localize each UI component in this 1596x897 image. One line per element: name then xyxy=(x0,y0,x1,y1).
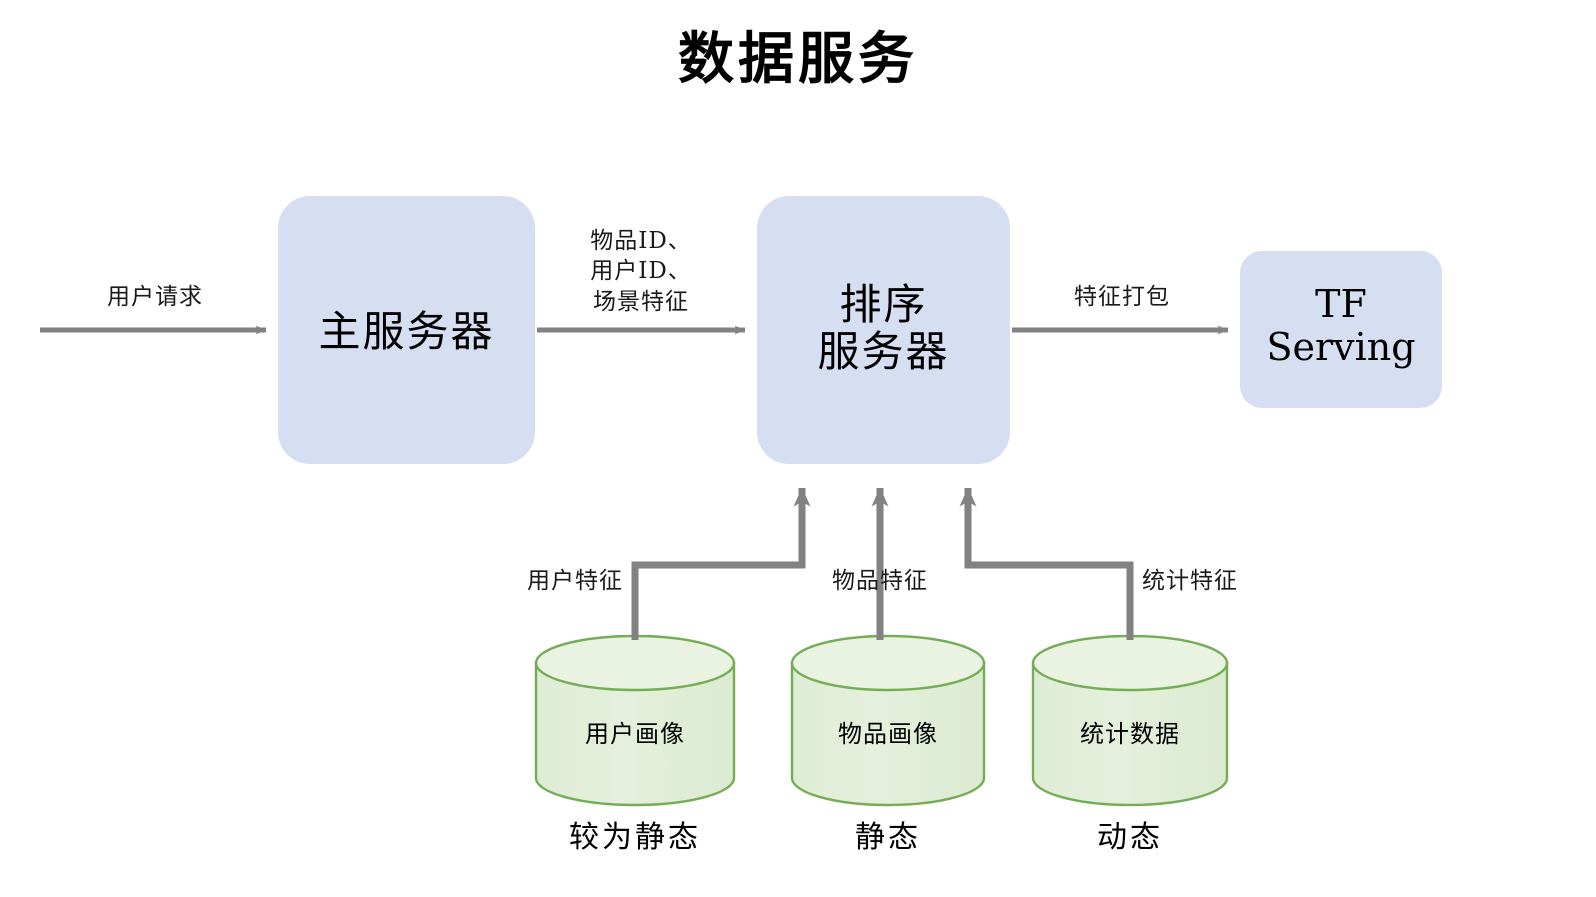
edge-stat-feature-line xyxy=(959,487,1134,640)
node-rank-server-shape[interactable] xyxy=(757,196,1010,464)
node-tf-serving-shape[interactable] xyxy=(1240,251,1442,408)
edge-user-feature-line xyxy=(631,487,811,640)
node-main-server-shape[interactable] xyxy=(278,196,535,464)
node-stats-data-shape[interactable] xyxy=(1031,634,1229,807)
node-user-profile-shape[interactable] xyxy=(534,634,736,807)
page-title: 数据服务 xyxy=(678,26,918,92)
node-item-profile-shape[interactable] xyxy=(790,634,986,807)
